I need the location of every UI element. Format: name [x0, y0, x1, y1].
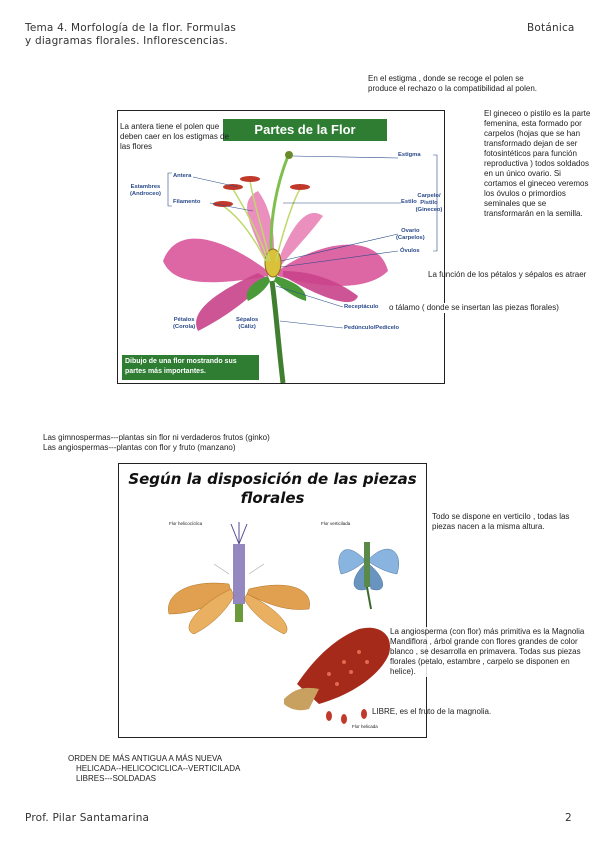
header-subject: Botánica — [527, 22, 575, 34]
note-libre: LIBRE, es el fruto de la magnolia. — [372, 707, 492, 716]
label-pedunculo: Pedúnculo/Pedicelo — [344, 325, 400, 331]
header-title-line2: y diagramas florales. Inflorescencias. — [25, 35, 228, 47]
footer-author: Prof. Pilar Santamarina — [25, 812, 150, 824]
note-antera: La antera tiene el polen que deben caer … — [120, 122, 229, 151]
note-gineceo: El gineceo o pistilo es la parte femenin… — [484, 109, 591, 218]
sepal-right — [274, 276, 307, 301]
figure-flower-parts: Partes de la Flor Estigma Antera Estambr… — [117, 110, 445, 384]
label-carpelo-pistilo: Carpelo/ Pistilo (Gineceo) — [415, 193, 443, 213]
note-magnolia: La angiosperma (con flor) más primitiva … — [390, 627, 590, 677]
petal-front-right — [283, 271, 358, 303]
anther-1 — [223, 184, 243, 190]
note-verticilo: Todo se dispone en verticilo , todas las… — [432, 512, 570, 531]
note-gimnospermas: Las gimnospermas---plantas sin flor ni v… — [43, 433, 270, 442]
label-sepalos: Sépalos (Cáliz) — [236, 317, 259, 330]
label-antera: Antera — [173, 173, 192, 179]
label-ovario: Ovario (Carpelos) — [396, 228, 425, 241]
figure-floral-arrangement: Según la disposición de las piezas flora… — [118, 463, 427, 738]
label-petalos: Pétalos (Corola) — [173, 317, 196, 330]
label-flor-helicada: Flor helicada — [352, 724, 378, 729]
verticilate-flower — [338, 542, 399, 610]
figure1-title: Partes de la Flor — [254, 122, 356, 137]
helicociclic-flower — [168, 522, 310, 635]
figure2-title: Según la disposición de las piezas flora… — [128, 470, 417, 507]
sepal-left — [246, 276, 270, 301]
note-angiospermas: Las angiospermas---plantas con flor y fr… — [43, 443, 236, 452]
anther-4 — [213, 201, 233, 207]
footer-page-number: 2 — [565, 812, 572, 824]
stigma — [285, 151, 293, 159]
note-orden: ORDEN DE MÁS ANTIGUA A MÁS NUEVA HELICAD… — [68, 754, 328, 784]
orden-line2: HELICADA--HELICOCICLICA--VERTICILADA — [76, 764, 241, 773]
header-title-line1: Tema 4. Morfología de la flor. Formulas — [25, 22, 237, 34]
header-title: Tema 4. Morfología de la flor. Formulas … — [25, 22, 325, 48]
orden-line1: ORDEN DE MÁS ANTIGUA A MÁS NUEVA — [68, 754, 223, 763]
note-petalos: La función de los pétalos y sépalos es a… — [428, 270, 587, 279]
label-ovulos: Óvulos — [400, 248, 420, 254]
stem — [269, 280, 286, 383]
label-estigma: Estigma — [398, 152, 421, 158]
petal-back-right — [276, 213, 323, 269]
helical-flower — [284, 627, 390, 724]
label-flor-verticilada: Flor verticilada — [321, 521, 351, 526]
petal-left — [163, 238, 268, 283]
label-estilo: Estilo — [401, 199, 417, 205]
anther-2 — [240, 176, 260, 182]
note-talamo: o tálamo ( donde se insertan las piezas … — [389, 303, 589, 313]
figure1-caption-box: Dibujo de una flor mostrando sus partes … — [122, 355, 259, 380]
floral-arrangement-illustrations — [168, 522, 399, 724]
anther-3 — [290, 184, 310, 190]
style — [269, 155, 290, 262]
flower-illustration — [163, 151, 438, 383]
orden-line3: LIBRES---SOLDADAS — [76, 774, 157, 783]
label-filamento: Filamento — [173, 199, 201, 205]
figure1-title-box: Partes de la Flor — [223, 119, 387, 141]
note-estigma: En el estigma , donde se recoge el polen… — [368, 74, 537, 93]
label-receptaculo: Receptáculo — [344, 304, 379, 310]
label-estambres: Estambres (Androceo) — [130, 184, 161, 197]
figure1-caption: Dibujo de una flor mostrando sus partes … — [125, 358, 237, 375]
label-flor-helicociclica: Flor helicocíclica — [169, 521, 203, 526]
